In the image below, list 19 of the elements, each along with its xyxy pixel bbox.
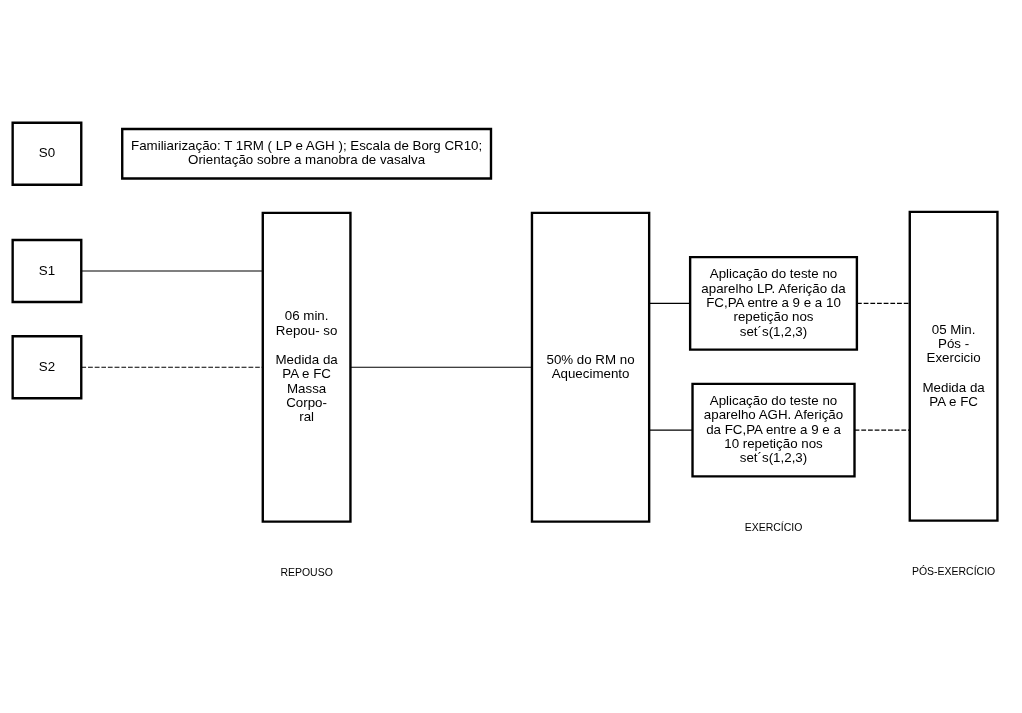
label: PÓS-EXERCÍCIO xyxy=(912,565,996,577)
node-box: Aplicação do teste no aparelho LP. Aferição da FC,PA entre a 9 e a 10 repetição nos set´s(1,2,3) xyxy=(688,255,859,351)
connector xyxy=(80,366,263,368)
node-box: S0 xyxy=(11,121,83,186)
node-box: 05 Min. Pós - Exercicio Medida da PA e FC xyxy=(908,210,999,522)
node-box: S2 xyxy=(11,335,83,400)
node-box: Aplicação do teste no aparelho AGH. Aferição da FC,PA entre a 9 e a 10 repetição nos set´s(1,2,3) xyxy=(691,382,856,478)
connector xyxy=(648,429,693,431)
connector xyxy=(854,429,911,431)
label: REPOUSO xyxy=(280,566,333,578)
connector xyxy=(856,302,911,304)
node-box: Familiarização: T 1RM ( LP e AGH ); Escala de Borg CR10; Orientação sobre a manobra de vasalva xyxy=(121,127,493,180)
label: EXERCÍCIO xyxy=(744,521,803,533)
connector xyxy=(350,366,533,368)
connector xyxy=(648,302,691,304)
connector xyxy=(80,270,263,272)
node-box: 50% do RM no Aquecimento xyxy=(530,211,651,523)
node-box: S1 xyxy=(11,238,83,304)
node-box: 06 min. Repou- so Medida da PA e FC Massa Corpo- ral xyxy=(261,211,352,523)
